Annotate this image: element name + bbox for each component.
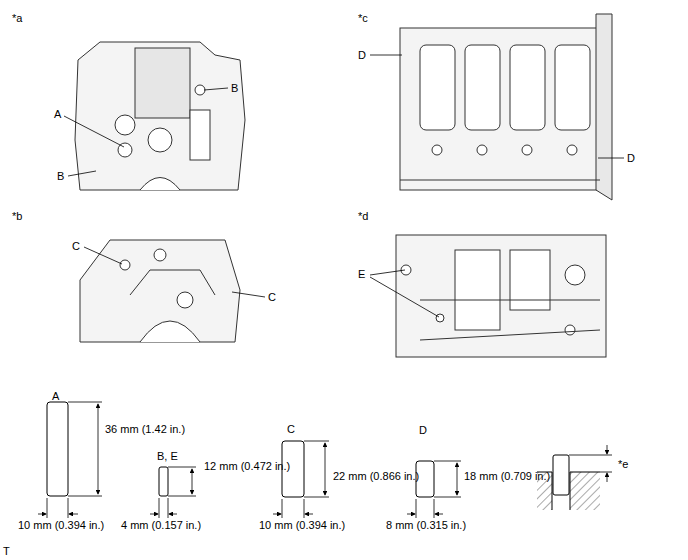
callout-letter: E: [358, 268, 365, 281]
callout-letter: C: [268, 291, 276, 304]
view-label: *e: [618, 458, 628, 471]
pin-letter: A: [52, 390, 59, 403]
callout-letter: B: [57, 170, 64, 183]
dimension: 8 mm (0.315 in.): [386, 519, 466, 532]
pin-letter: D: [419, 424, 427, 437]
view-label: *c: [358, 12, 368, 25]
dimension: 10 mm (0.394 in.): [18, 519, 104, 532]
callout-letter: C: [72, 240, 80, 253]
view-label: *d: [358, 210, 368, 223]
view-label: *a: [12, 12, 22, 25]
dimension: 22 mm (0.866 in.): [333, 470, 423, 483]
callout-letter: D: [358, 49, 366, 62]
callout-letter: B: [231, 82, 238, 95]
dimension: 18 mm (0.709 in.): [464, 470, 554, 483]
pin-letter: C: [287, 423, 295, 436]
dimension: 4 mm (0.157 in.): [121, 519, 201, 532]
dimension: 36 mm (1.42 in.): [105, 423, 185, 436]
view-label: *b: [12, 210, 22, 223]
callout-letter: D: [627, 152, 635, 165]
pin-letter: B, E: [157, 450, 178, 463]
footer-mark: T: [3, 545, 10, 558]
dimension: 10 mm (0.394 in.): [259, 519, 345, 532]
callout-letter: A: [54, 108, 61, 121]
dimension: 12 mm (0.472 in.): [204, 460, 292, 473]
